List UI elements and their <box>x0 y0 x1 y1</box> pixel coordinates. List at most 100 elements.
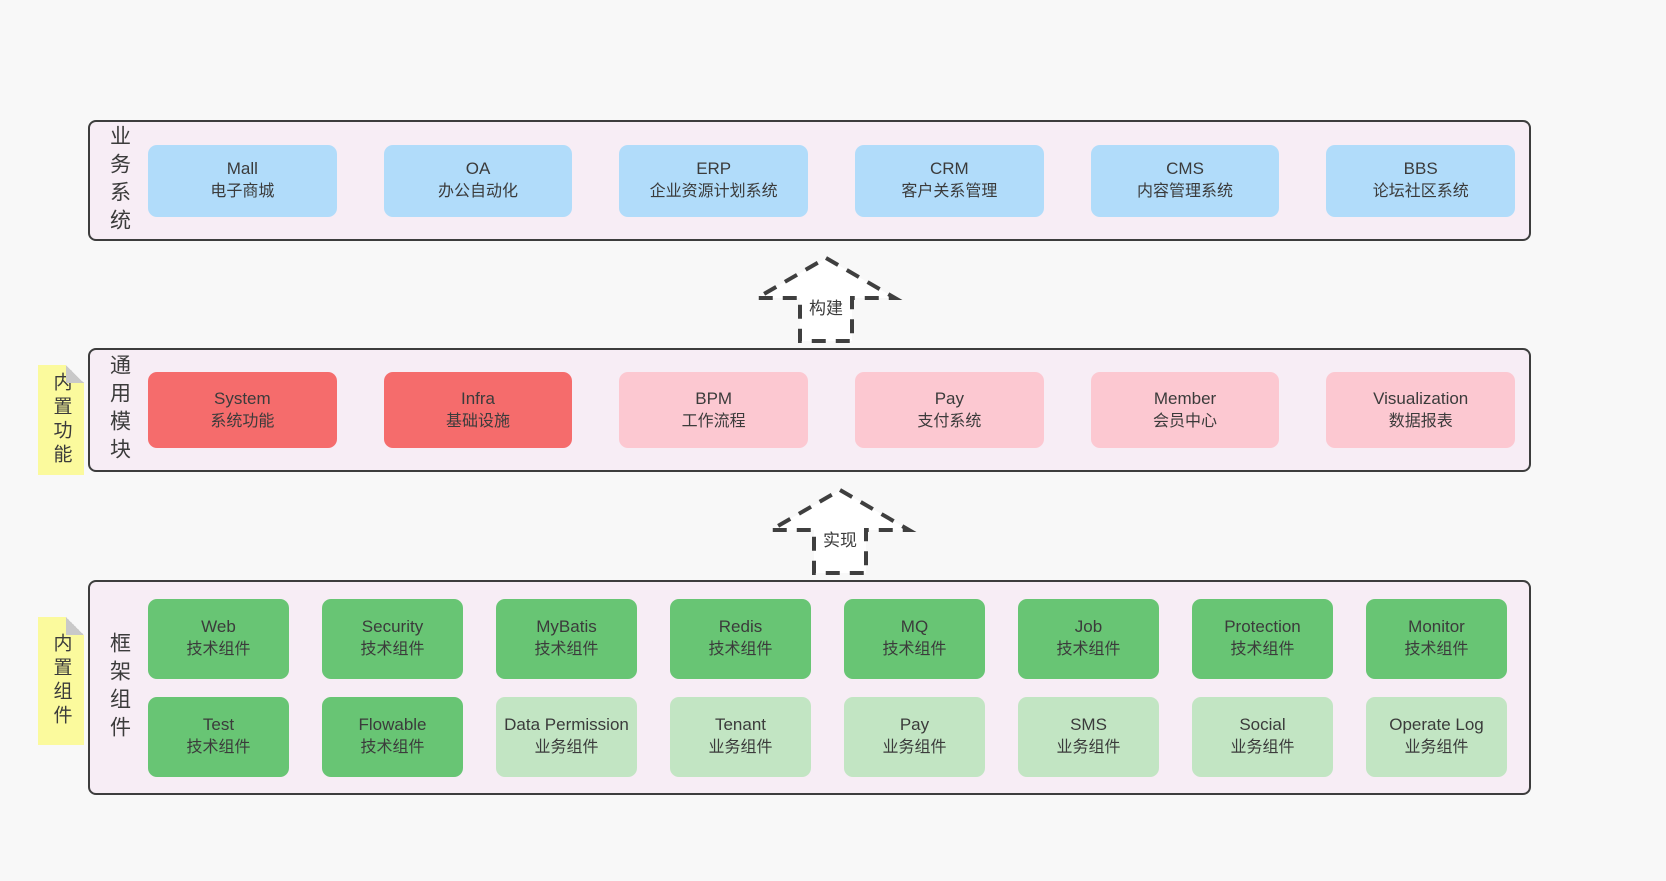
box-title: Infra <box>460 388 496 408</box>
modules-boxes-row: System 系统功能 Infra 基础设施 BPM 工作流程 Pay 支付系统… <box>148 372 1529 448</box>
box-subtitle: 业务组件 <box>708 739 773 757</box>
box-subtitle: 会员中心 <box>1153 412 1218 430</box>
box-social: Social 业务组件 <box>1192 696 1333 777</box>
box-title: CMS <box>1166 159 1204 179</box>
box-erp: ERP 企业资源计划系统 <box>619 144 809 217</box>
box-subtitle: 电子商城 <box>210 183 275 201</box>
arrow-implement-label: 实现 <box>823 531 857 550</box>
box-title: Flowable <box>358 715 427 735</box>
box-monitor: Monitor 技术组件 <box>1366 598 1507 679</box>
panel-framework-components: 框架组件 Web 技术组件 Security 技术组件 MyBatis 技术组件… <box>88 580 1531 795</box>
box-title: Redis <box>718 617 763 637</box>
business-boxes-row: Mall 电子商城 OA 办公自动化 ERP 企业资源计划系统 CRM 客户关系… <box>148 144 1529 217</box>
arrow-build: 构建 <box>746 254 906 344</box>
box-title: Member <box>1153 388 1217 408</box>
box-title: Monitor <box>1408 617 1465 637</box>
box-title: Tenant <box>714 715 767 735</box>
box-title: Security <box>361 617 424 637</box>
box-subtitle: 技术组件 <box>186 641 251 659</box>
box-sms: SMS 业务组件 <box>1018 696 1159 777</box>
box-subtitle: 技术组件 <box>708 641 773 659</box>
box-title: Operate Log <box>1389 715 1484 735</box>
box-oa: OA 办公自动化 <box>383 144 573 217</box>
box-title: BPM <box>695 388 733 408</box>
box-mall: Mall 电子商城 <box>148 144 337 217</box>
panel-business-systems: 业务系统 Mall 电子商城 OA 办公自动化 ERP 企业资源计划系统 CRM… <box>88 120 1531 241</box>
box-title: BBS <box>1403 159 1438 179</box>
box-title: Protection <box>1224 617 1301 637</box>
box-subtitle: 支付系统 <box>917 412 982 430</box>
box-subtitle: 技术组件 <box>360 641 425 659</box>
box-subtitle: 业务组件 <box>882 739 947 757</box>
box-subtitle: 技术组件 <box>1056 641 1121 659</box>
box-redis: Redis 技术组件 <box>670 598 811 679</box>
box-subtitle: 技术组件 <box>1404 641 1469 659</box>
box-subtitle: 客户关系管理 <box>901 183 998 201</box>
box-subtitle: 基础设施 <box>446 412 511 430</box>
box-subtitle: 论坛社区系统 <box>1372 183 1469 201</box>
box-subtitle: 技术组件 <box>1230 641 1295 659</box>
box-web: Web 技术组件 <box>148 598 289 679</box>
box-title: CRM <box>929 159 969 179</box>
box-security: Security 技术组件 <box>322 598 463 679</box>
arrow-implement: 实现 <box>760 486 920 576</box>
panel-framework-label: 框架组件 <box>90 632 148 744</box>
box-tenant: Tenant 业务组件 <box>670 696 811 777</box>
box-title: Pay <box>899 715 930 735</box>
sticky-note-built-in-functions: 内置功能 <box>38 365 84 475</box>
box-subtitle: 业务组件 <box>1230 739 1295 757</box>
box-crm: CRM 客户关系管理 <box>855 144 1044 217</box>
box-test: Test 技术组件 <box>148 696 289 777</box>
box-title: Web <box>201 617 236 637</box>
sticky-note-text: 内置功能 <box>50 372 72 468</box>
box-subtitle: 内容管理系统 <box>1137 183 1234 201</box>
box-title: MQ <box>900 617 929 637</box>
box-pay-component: Pay 业务组件 <box>844 696 985 777</box>
box-visualization: Visualization 数据报表 <box>1326 372 1516 448</box>
box-title: Job <box>1074 617 1103 637</box>
box-title: System <box>213 388 271 408</box>
sticky-note-built-in-components: 内置组件 <box>38 617 84 745</box>
box-system: System 系统功能 <box>148 372 337 448</box>
box-title: MyBatis <box>536 617 597 637</box>
sticky-note-text: 内置组件 <box>50 633 72 729</box>
box-title: Visualization <box>1373 388 1469 408</box>
box-operate-log: Operate Log 业务组件 <box>1366 696 1507 777</box>
box-title: Data Permission <box>504 715 629 735</box>
box-subtitle: 业务组件 <box>1056 739 1121 757</box>
up-arrow-icon <box>749 255 903 343</box>
box-subtitle: 业务组件 <box>1404 739 1469 757</box>
box-subtitle: 企业资源计划系统 <box>649 183 778 201</box>
box-data-permission: Data Permission 业务组件 <box>496 696 637 777</box>
box-subtitle: 业务组件 <box>534 739 599 757</box>
box-title: Social <box>1239 715 1286 735</box>
panel-framework-label-text: 框架组件 <box>107 631 131 744</box>
box-subtitle: 办公自动化 <box>438 183 519 201</box>
box-title: ERP <box>696 159 732 179</box>
panel-common-modules: 通用模块 System 系统功能 Infra 基础设施 BPM 工作流程 Pay… <box>88 348 1531 472</box>
box-subtitle: 系统功能 <box>210 412 275 430</box>
box-title: Test <box>202 715 235 735</box>
box-title: Mall <box>226 159 258 179</box>
box-mybatis: MyBatis 技术组件 <box>496 598 637 679</box>
box-title: SMS <box>1070 715 1107 735</box>
box-bbs: BBS 论坛社区系统 <box>1326 144 1516 217</box>
box-infra: Infra 基础设施 <box>383 372 573 448</box>
box-subtitle: 技术组件 <box>882 641 947 659</box>
box-subtitle: 数据报表 <box>1388 412 1453 430</box>
panel-business-label-text: 业务系统 <box>107 124 131 237</box>
box-title: OA <box>465 159 491 179</box>
up-arrow-icon <box>763 487 917 575</box>
box-protection: Protection 技术组件 <box>1192 598 1333 679</box>
box-mq: MQ 技术组件 <box>844 598 985 679</box>
box-flowable: Flowable 技术组件 <box>322 696 463 777</box>
box-pay-module: Pay 支付系统 <box>855 372 1044 448</box>
panel-modules-label-text: 通用模块 <box>107 354 131 466</box>
box-subtitle: 技术组件 <box>186 739 251 757</box>
arrow-build-label: 构建 <box>809 299 843 318</box>
box-title: Pay <box>934 388 964 408</box>
panel-modules-label: 通用模块 <box>90 354 148 466</box>
box-subtitle: 工作流程 <box>681 412 746 430</box>
box-subtitle: 技术组件 <box>360 739 425 757</box>
framework-boxes-grid: Web 技术组件 Security 技术组件 MyBatis 技术组件 Redi… <box>148 598 1529 777</box>
